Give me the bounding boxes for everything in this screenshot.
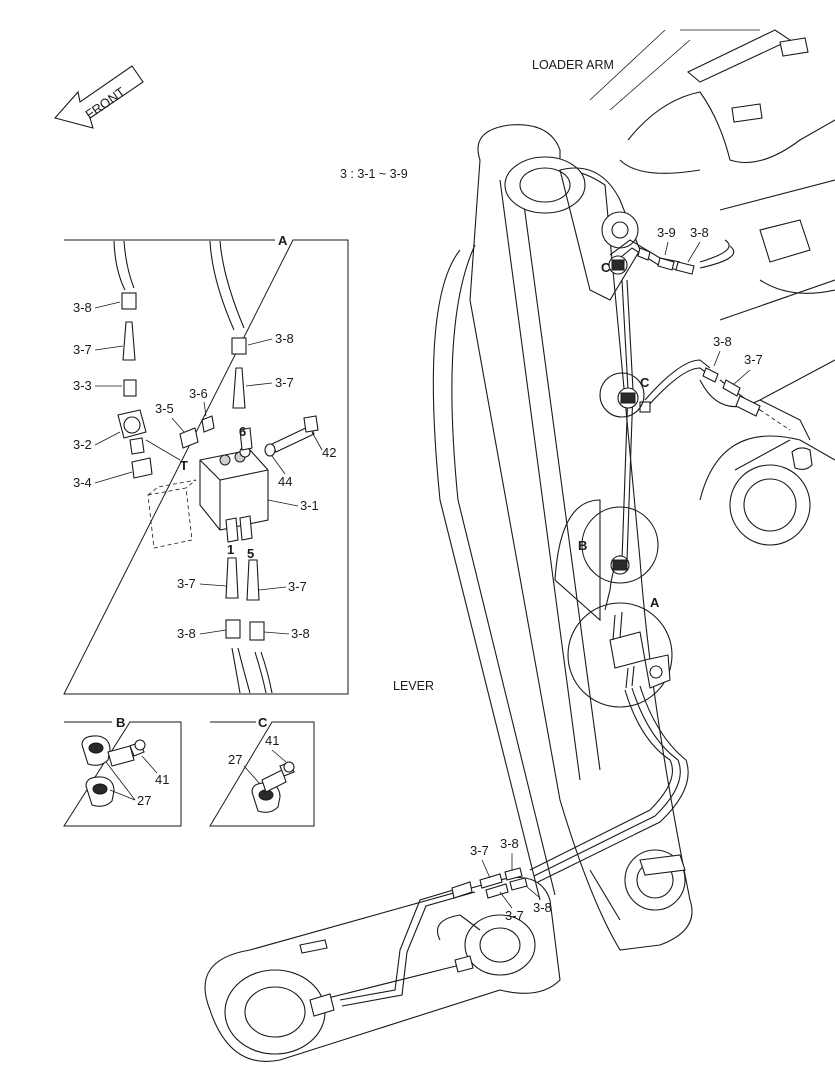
front-arrow: FRONT (53, 65, 144, 129)
lever-title: LEVER (393, 679, 434, 693)
callout-b-mid: B (578, 538, 587, 553)
a-label-3-5: 3-5 (155, 401, 174, 416)
lever-arm-drawing (432, 124, 693, 951)
label-3-7-bottom-left: 3-7 (470, 843, 489, 858)
a-label-3-4: 3-4 (73, 475, 92, 490)
a-label-3-7-lower-left: 3-7 (177, 576, 196, 591)
loader-arm-title: LOADER ARM (532, 58, 614, 72)
main-callout-circles (567, 372, 673, 708)
label-3-8-bottom-right: 3-8 (533, 900, 552, 915)
label-3-8-top: 3-8 (690, 225, 709, 240)
detail-c: C 41 27 (209, 715, 315, 827)
label-3-8-right: 3-8 (713, 334, 732, 349)
detail-a: A (63, 233, 349, 695)
label-3-7-bottom-right: 3-7 (505, 908, 524, 923)
link-drawing (204, 876, 561, 1062)
port-1: 1 (227, 542, 234, 557)
detail-b-title: B (116, 715, 125, 730)
callout-c-top: C (601, 260, 611, 275)
a-label-3-7-right: 3-7 (275, 375, 294, 390)
callout-c-mid: C (640, 375, 650, 390)
a-label-3-3: 3-3 (73, 378, 92, 393)
main-fittings (451, 247, 761, 899)
hose-lines (339, 239, 761, 1007)
b-label-41: 41 (155, 772, 169, 787)
a-label-3-8-left: 3-8 (73, 300, 92, 315)
detail-a-title: A (278, 233, 288, 248)
main-labels: LOADER ARM LEVER 3 : 3-1 ~ 3-9 C C B A 3… (340, 58, 763, 923)
a-label-3-6: 3-6 (189, 386, 208, 401)
port-t: T (180, 458, 188, 473)
a-label-3-7-left: 3-7 (73, 342, 92, 357)
label-3-8-bottom-left: 3-8 (500, 836, 519, 851)
a-label-44: 44 (278, 474, 292, 489)
c-label-27: 27 (228, 752, 242, 767)
b-label-27: 27 (137, 793, 151, 808)
a-label-3-7-lower-right: 3-7 (288, 579, 307, 594)
front-label: FRONT (82, 84, 127, 122)
loader-arm-drawing (589, 29, 835, 546)
detail-c-title: C (258, 715, 268, 730)
a-label-3-1: 3-1 (300, 498, 319, 513)
a-label-3-8-lower-right: 3-8 (291, 626, 310, 641)
detail-b: B 41 27 (63, 715, 182, 827)
a-label-3-2: 3-2 (73, 437, 92, 452)
callout-a-mid: A (650, 595, 660, 610)
a-label-3-8-right: 3-8 (275, 331, 294, 346)
label-3-9: 3-9 (657, 225, 676, 240)
a-label-42: 42 (322, 445, 336, 460)
a-label-3-8-lower-left: 3-8 (177, 626, 196, 641)
c-label-41: 41 (265, 733, 279, 748)
port-6: 6 (239, 424, 246, 439)
port-5: 5 (247, 546, 254, 561)
label-3-7-right: 3-7 (744, 352, 763, 367)
assembly-note: 3 : 3-1 ~ 3-9 (340, 167, 408, 181)
